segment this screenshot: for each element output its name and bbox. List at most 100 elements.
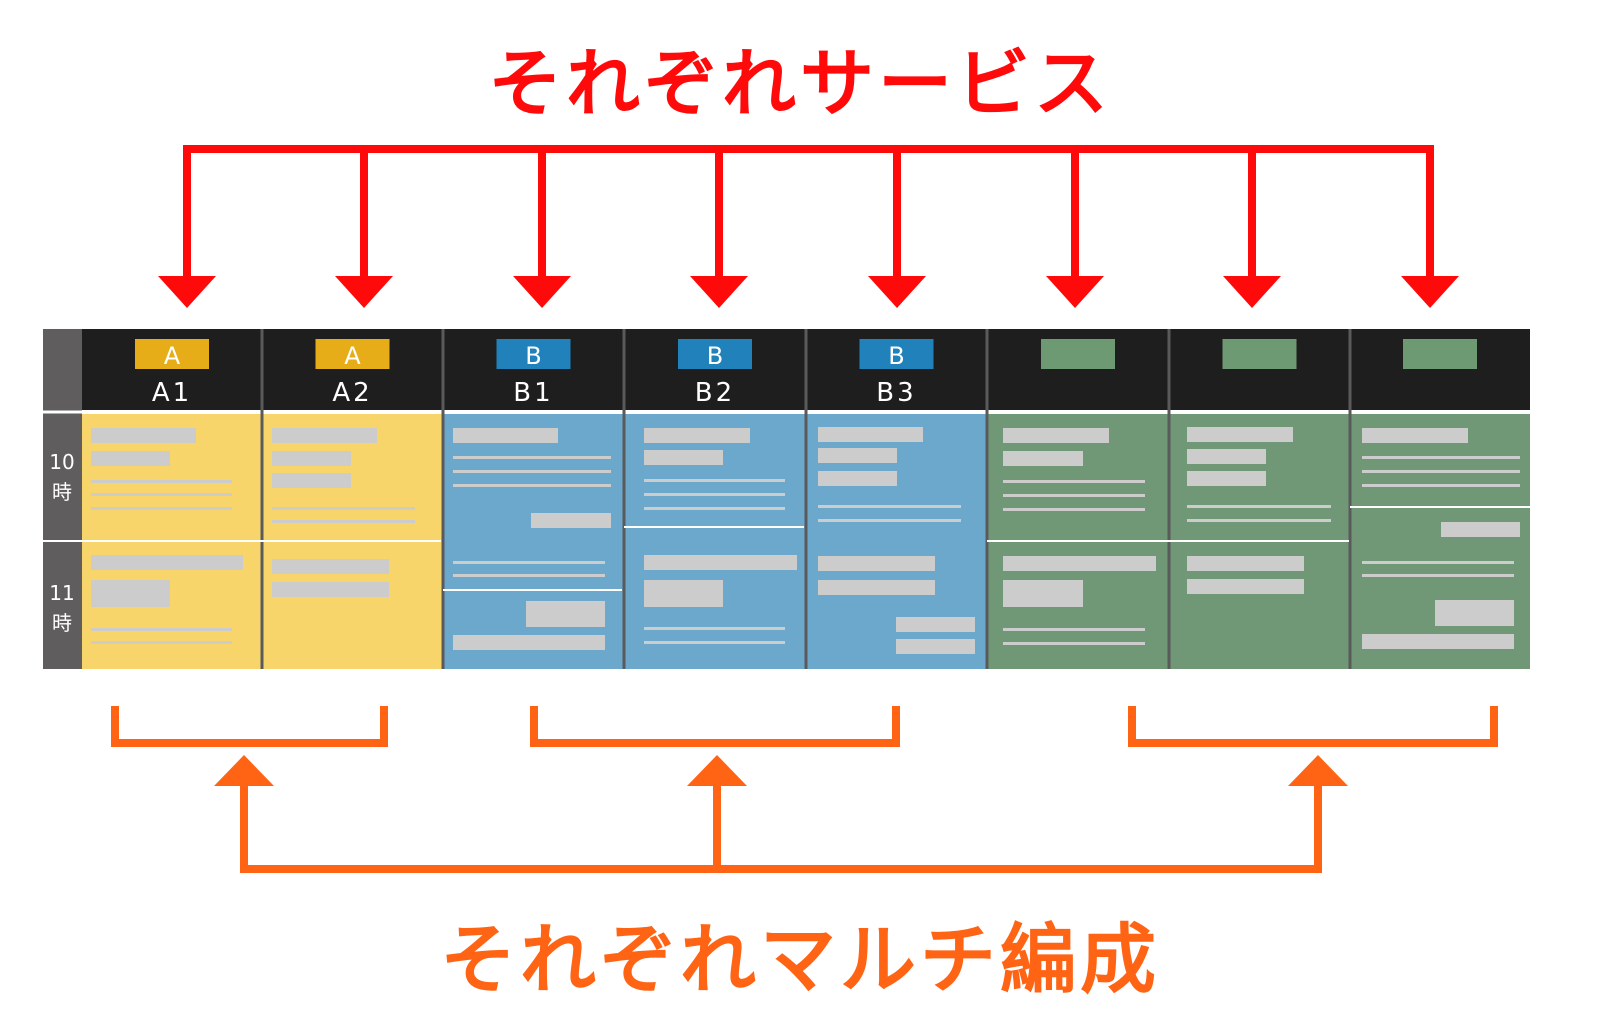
text-placeholder xyxy=(818,427,923,442)
text-placeholder xyxy=(453,635,605,650)
text-placeholder xyxy=(1187,471,1266,486)
text-placeholder xyxy=(1187,579,1304,594)
text-placeholder xyxy=(1362,574,1514,577)
service-badge xyxy=(1403,339,1477,369)
multi-group-bracket xyxy=(111,706,388,747)
text-placeholder xyxy=(1362,456,1520,459)
text-placeholder xyxy=(1362,634,1514,649)
text-placeholder xyxy=(453,574,605,577)
text-placeholder xyxy=(1187,556,1304,571)
text-placeholder xyxy=(1003,642,1145,645)
service-badge xyxy=(496,339,571,369)
service-badge xyxy=(859,339,934,369)
time-hour-label: 10 xyxy=(49,450,74,474)
text-placeholder xyxy=(453,484,611,487)
text-placeholder xyxy=(453,428,558,443)
text-placeholder xyxy=(453,456,611,459)
service-badge-letter: A xyxy=(164,342,181,370)
text-placeholder xyxy=(91,580,170,607)
text-placeholder xyxy=(818,556,935,571)
service-arrow-head xyxy=(1223,276,1281,308)
text-placeholder xyxy=(272,582,389,597)
text-placeholder xyxy=(1362,470,1520,473)
text-placeholder xyxy=(1003,508,1145,511)
service-badge xyxy=(678,339,752,369)
text-placeholder xyxy=(272,473,351,488)
text-placeholder xyxy=(91,480,232,483)
service-arrow-head xyxy=(1401,276,1459,308)
text-placeholder xyxy=(531,513,611,528)
text-placeholder xyxy=(1003,451,1083,466)
text-placeholder xyxy=(644,428,750,443)
text-placeholder xyxy=(1003,580,1083,607)
text-placeholder xyxy=(1362,428,1468,443)
service-arrow-head xyxy=(513,276,571,308)
text-placeholder xyxy=(818,519,961,522)
text-placeholder xyxy=(1003,628,1145,631)
service-arrow-head xyxy=(1046,276,1104,308)
text-placeholder xyxy=(272,559,389,574)
text-placeholder xyxy=(1441,522,1520,537)
service-arrow-head xyxy=(335,276,393,308)
text-placeholder xyxy=(1362,484,1520,487)
text-placeholder xyxy=(1187,427,1293,442)
multi-title: それぞれマルチ編成 xyxy=(440,915,1160,1004)
text-placeholder xyxy=(644,507,785,510)
time-hour-label: 11 xyxy=(49,581,74,605)
program-column xyxy=(1350,414,1530,669)
channel-label: A1 xyxy=(152,378,192,408)
text-placeholder xyxy=(91,628,232,631)
multi-arrow-head xyxy=(1288,755,1348,786)
service-badge-letter: B xyxy=(888,342,904,370)
service-badge xyxy=(315,339,390,369)
text-placeholder xyxy=(1435,600,1514,626)
text-placeholder xyxy=(453,561,605,564)
time-column xyxy=(43,329,82,669)
text-placeholder xyxy=(644,555,797,570)
multi-group-bracket xyxy=(530,706,900,747)
time-unit-label: 時 xyxy=(52,611,72,635)
text-placeholder xyxy=(896,617,975,632)
multi-arrow-head xyxy=(687,755,747,786)
service-badge xyxy=(1041,339,1115,369)
text-placeholder xyxy=(453,470,611,473)
service-badge-letter: B xyxy=(525,342,541,370)
service-badge-letter: B xyxy=(707,342,723,370)
text-placeholder xyxy=(818,448,897,463)
multi-group-bracket xyxy=(1128,706,1498,747)
service-arrow-head xyxy=(868,276,926,308)
text-placeholder xyxy=(91,451,170,466)
channel-label: B1 xyxy=(513,378,553,408)
text-placeholder xyxy=(1362,561,1514,564)
text-placeholder xyxy=(1187,505,1331,508)
text-placeholder xyxy=(644,580,723,607)
text-placeholder xyxy=(272,428,377,443)
text-placeholder xyxy=(644,450,723,465)
service-title: それぞれサービス xyxy=(488,41,1112,127)
text-placeholder xyxy=(644,641,785,644)
channel-label: B2 xyxy=(695,378,735,408)
time-unit-label: 時 xyxy=(52,480,72,504)
text-placeholder xyxy=(818,580,935,595)
service-badge xyxy=(135,339,209,369)
channel-label: B3 xyxy=(876,378,916,408)
multi-arrow-head xyxy=(214,755,274,786)
text-placeholder xyxy=(526,601,605,627)
text-placeholder xyxy=(644,479,785,482)
text-placeholder xyxy=(1187,449,1266,464)
program-column xyxy=(443,414,624,669)
text-placeholder xyxy=(91,507,232,510)
text-placeholder xyxy=(1187,519,1331,522)
text-placeholder xyxy=(91,493,232,496)
text-placeholder xyxy=(1003,480,1145,483)
text-placeholder xyxy=(1003,428,1109,443)
service-arrow-head xyxy=(158,276,216,308)
text-placeholder xyxy=(896,639,975,654)
service-arrow-head xyxy=(690,276,748,308)
text-placeholder xyxy=(818,471,897,486)
text-placeholder xyxy=(644,627,785,630)
text-placeholder xyxy=(1003,556,1156,571)
text-placeholder xyxy=(272,451,351,466)
text-placeholder xyxy=(91,641,232,644)
